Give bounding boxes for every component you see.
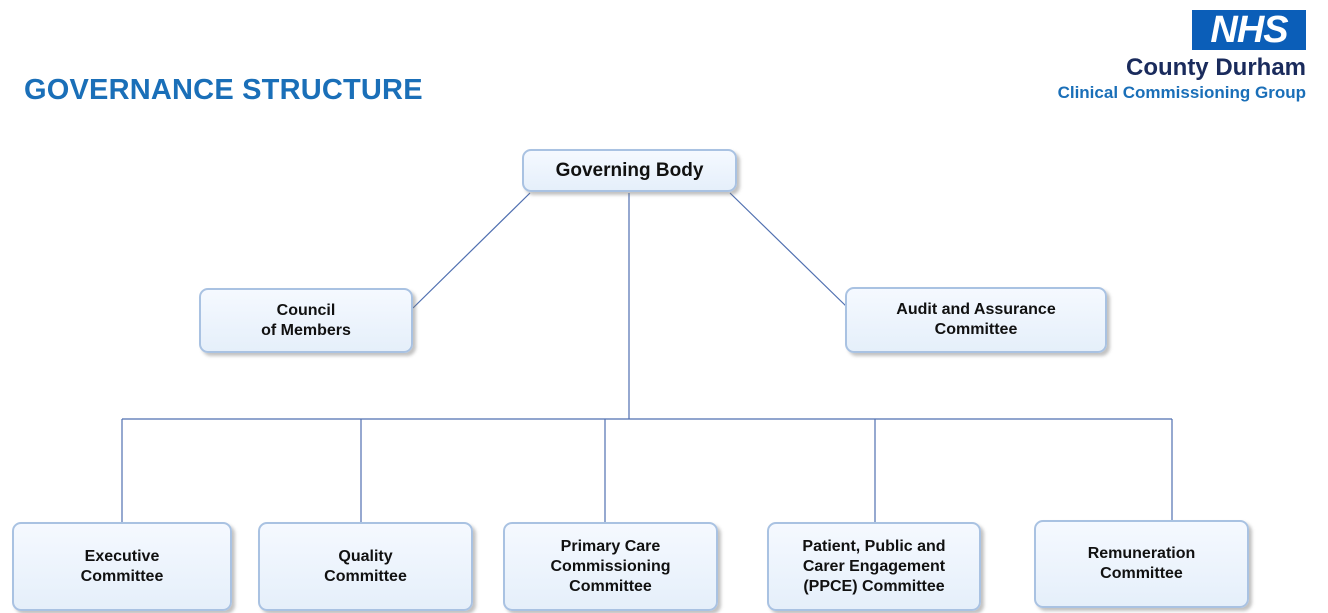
nhs-logo: NHS County Durham Clinical Commissioning… [986,10,1306,110]
node-quality-committee: Quality Committee [258,522,473,611]
node-council-of-members: Council of Members [199,288,413,353]
node-governing-body: Governing Body [522,149,737,192]
node-audit-and-assurance: Audit and Assurance Committee [845,287,1107,353]
node-primary-care-committee: Primary Care Commissioning Committee [503,522,718,611]
org-subtitle: Clinical Commissioning Group [1057,83,1306,102]
connector-governing-to-audit [729,192,849,309]
node-ppce-committee: Patient, Public and Carer Engagement (PP… [767,522,981,611]
nhs-mark: NHS [1192,10,1306,50]
page-title: GOVERNANCE STRUCTURE [24,74,423,106]
connector-governing-to-council [412,192,531,309]
node-remuneration-committee: Remuneration Committee [1034,520,1249,608]
org-name: County Durham [1126,54,1306,81]
node-executive-committee: Executive Committee [12,522,232,611]
nhs-mark-text: NHS [1210,9,1288,51]
